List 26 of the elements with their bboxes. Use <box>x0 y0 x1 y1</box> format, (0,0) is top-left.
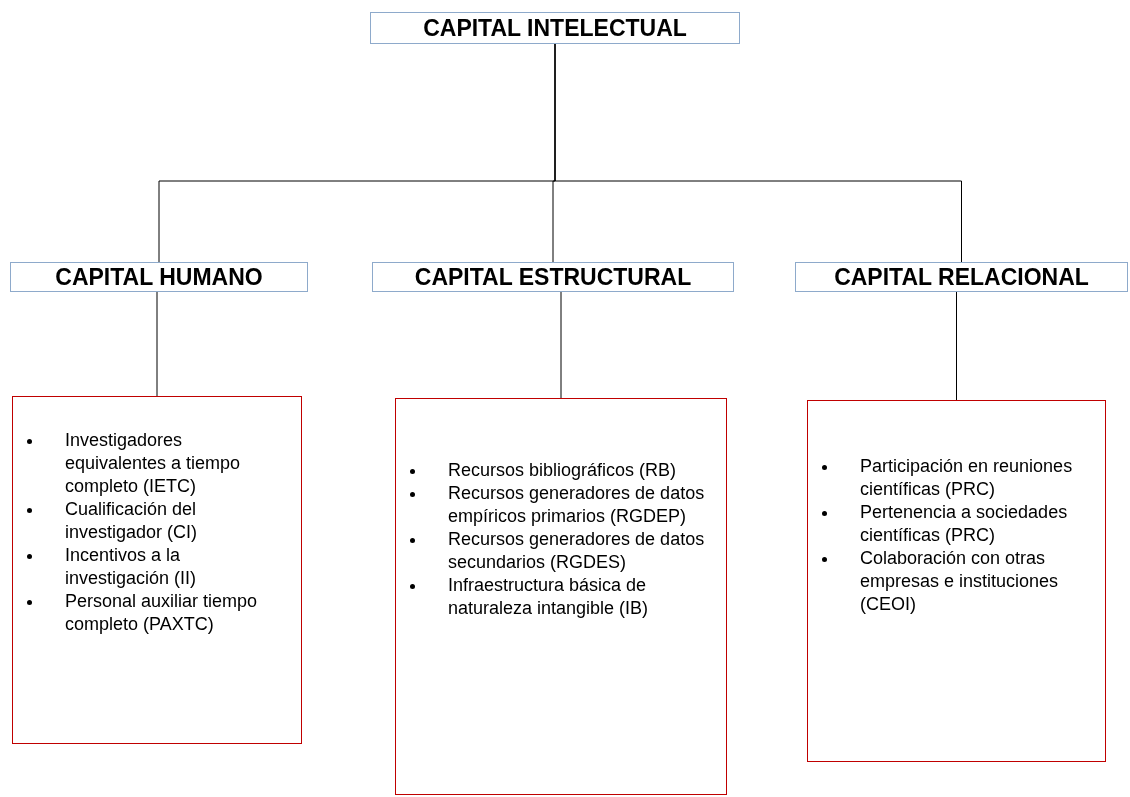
list-item-text: Colaboración con otras empresas e instituciones (CEOI) <box>860 547 1060 616</box>
connector-line <box>560 291 562 399</box>
list-box <box>807 400 1106 762</box>
heading-box <box>372 262 734 292</box>
list-item-text: Participación en reuniones científicas (PRC) <box>860 455 1074 501</box>
list-item-text: Recursos generadores de datos secundarios (RGDES) <box>448 528 706 574</box>
heading-text: CAPITAL HUMANO <box>55 265 263 289</box>
list-item-text: Investigadores equivalentes a tiempo completo (IETC) <box>65 429 242 498</box>
list-item-text: Recursos generadores de datos empíricos primarios (RGDEP) <box>448 482 706 528</box>
heading-box <box>370 12 740 44</box>
list-item-text: Infraestructura básica de naturaleza intangible (IB) <box>448 574 650 620</box>
heading-box <box>10 262 308 292</box>
heading-box <box>795 262 1128 292</box>
connector-line <box>554 43 962 263</box>
list-item-text: Recursos bibliográficos (RB) <box>448 459 677 482</box>
heading-text: CAPITAL ESTRUCTURAL <box>414 265 692 289</box>
list-box <box>12 396 302 744</box>
list-item-text: Pertenencia a sociedades científicas (PRC) <box>860 501 1069 547</box>
list-box <box>395 398 727 795</box>
heading-text: CAPITAL INTELECTUAL <box>423 16 687 40</box>
connector-line <box>156 291 158 397</box>
list-item-text: Personal auxiliar tiempo completo (PAXTC) <box>65 590 259 636</box>
list-item-text: Cualificación del investigador (CI) <box>65 498 199 544</box>
list-item-text: Incentivos a la investigación (II) <box>65 544 198 590</box>
connector-line <box>956 291 957 401</box>
heading-text: CAPITAL RELACIONAL <box>834 265 1089 289</box>
